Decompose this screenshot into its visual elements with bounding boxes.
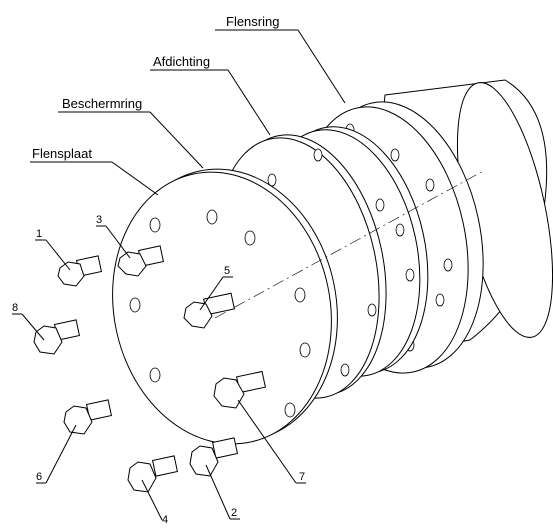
label-beschermring: Beschermring [62,96,142,111]
label-beschermring-leader [58,111,204,169]
bolt-number-7: 7 [299,471,305,483]
bolt-3 [117,245,165,277]
bolt-number-2: 2 [231,507,237,519]
label-flensplaat-leader [30,161,159,196]
bolt-1 [57,255,103,287]
bolt-8 [33,319,81,355]
bolt-4 [127,455,179,493]
bolt-leaders [12,225,306,521]
center-axis [214,169,486,319]
label-flensring-leader [215,29,346,104]
bolt-number-3: 3 [96,214,102,226]
bolt-6 [63,399,113,435]
label-afdichting-leader [150,69,271,136]
bolt-number-4: 4 [162,514,168,524]
label-afdichting: Afdichting [153,54,210,69]
bolt-number-6: 6 [36,471,42,483]
bolt-7 [213,370,266,409]
bolt-5 [183,292,235,329]
label-flensring: Flensring [226,14,279,29]
bolt-number-8: 8 [12,302,18,314]
bolt-number-1: 1 [36,228,42,240]
bolt-number-5: 5 [224,265,230,277]
bolt-2 [189,437,239,477]
label-flensplaat: Flensplaat [32,146,92,161]
